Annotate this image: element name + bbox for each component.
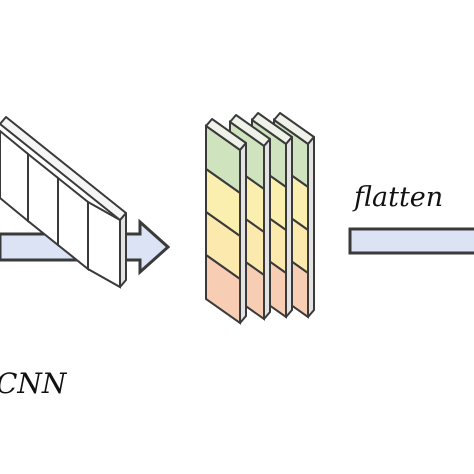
filter-strip-top [0,116,127,221]
filter-cell [0,129,29,224]
conv-filter-strip [0,116,127,289]
flatten-arrow [348,227,474,255]
feature-map-stack [205,112,315,325]
feature-band-bottom [205,253,241,325]
flatten-label: flatten [352,182,443,213]
cnn-label: CNN [0,367,68,400]
feature-map-1 [205,118,247,325]
flatten-arrow-shape [348,227,474,255]
filter-cell [87,200,121,289]
